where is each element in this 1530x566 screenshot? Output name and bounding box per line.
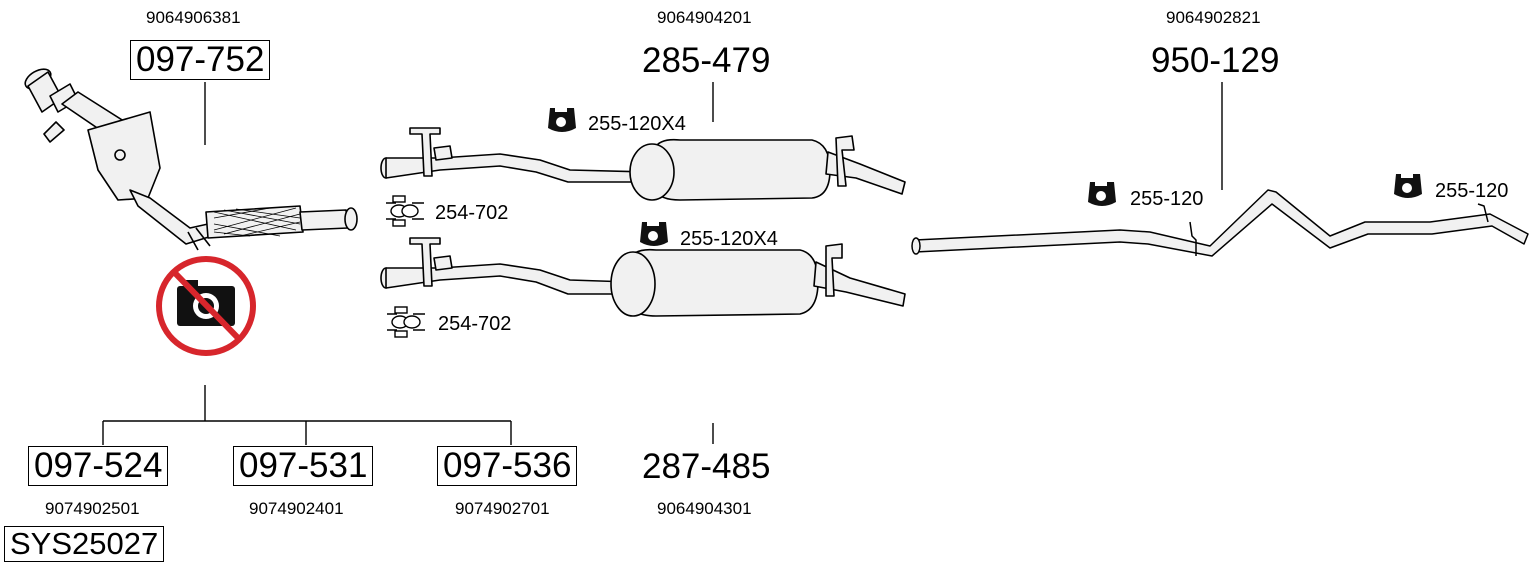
rubber-hanger-icon [548, 108, 576, 132]
rubber-hanger-icon [640, 222, 668, 246]
clamp-top-label[interactable]: 254-702 [435, 202, 509, 224]
alt-muffler-oem-number: 9064904301 [657, 499, 752, 518]
clamp-icon [386, 195, 424, 227]
no-camera-icon [156, 256, 256, 356]
alt-3-part-number[interactable]: 097-536 [437, 446, 578, 486]
rear-pipe-drawing [911, 189, 1529, 257]
front-muffler-part-number[interactable]: 285-479 [642, 41, 771, 80]
hanger-pipe-left-label[interactable]: 255-120 [1130, 188, 1204, 210]
front-muffler-oem-number: 9064904201 [657, 8, 752, 27]
leader-lines [102, 82, 1223, 445]
system-number[interactable]: SYS25027 [4, 526, 165, 562]
hanger-muffler-bottom-label[interactable]: 255-120X4 [680, 228, 778, 250]
rear-pipe-oem-number: 9064902821 [1166, 8, 1261, 27]
alt-1-part-number[interactable]: 097-524 [28, 446, 169, 486]
hanger-pipe-right-label[interactable]: 255-120 [1435, 180, 1509, 202]
catalyst-part-drawing [24, 68, 358, 251]
rubber-hanger-icon [1088, 182, 1116, 206]
catalyst-part-number[interactable]: 097-752 [130, 40, 271, 80]
alt-3-oem-number: 9074902701 [455, 499, 550, 518]
alt-2-part-number[interactable]: 097-531 [233, 446, 374, 486]
alt-muffler-drawing [380, 237, 906, 317]
alt-muffler-part-number[interactable]: 287-485 [642, 447, 771, 486]
rubber-hanger-icon [1394, 174, 1422, 198]
front-muffler-drawing [380, 127, 906, 201]
rear-pipe-part-number[interactable]: 950-129 [1151, 41, 1280, 80]
clamp-icon [387, 306, 425, 338]
alt-1-oem-number: 9074902501 [45, 499, 140, 518]
alt-2-oem-number: 9074902401 [249, 499, 344, 518]
catalyst-oem-number: 9064906381 [146, 8, 241, 27]
hanger-muffler-top-label[interactable]: 255-120X4 [588, 113, 686, 135]
clamp-bottom-label[interactable]: 254-702 [438, 313, 512, 335]
